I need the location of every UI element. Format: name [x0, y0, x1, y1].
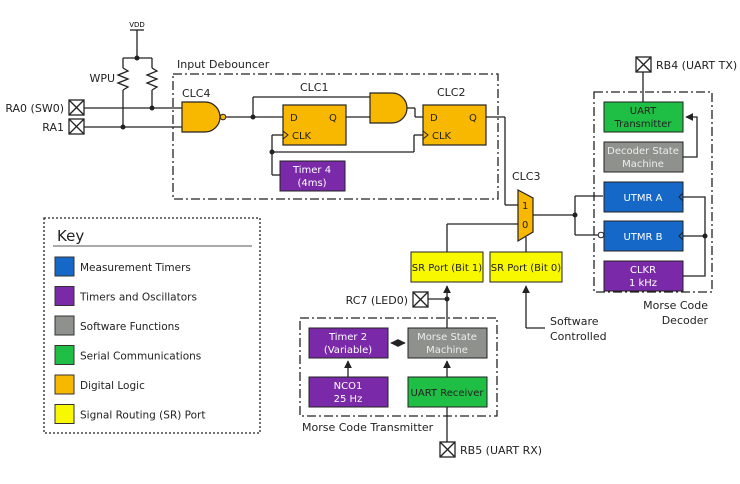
key-item-label: Signal Routing (SR) Port: [80, 410, 206, 422]
morse-state-machine-block: Morse State Machine: [407, 327, 488, 359]
svg-text:(4ms): (4ms): [297, 178, 326, 189]
svg-text:Timer 4: Timer 4: [292, 165, 331, 176]
software-controlled-label-2: Controlled: [550, 330, 607, 343]
wpu-label: WPU: [89, 72, 115, 85]
pin-rc7: RC7 (LED0): [346, 291, 429, 308]
vdd-supply: VDD: [123, 21, 152, 61]
nco1-block: NCO1 25 Hz: [308, 376, 389, 408]
key-item-label: Timers and Oscillators: [79, 292, 197, 304]
rb5-label: RB5 (UART RX): [460, 444, 542, 457]
svg-text:Transmitter: Transmitter: [613, 119, 672, 130]
svg-text:CLKR: CLKR: [630, 265, 656, 276]
sr-port-bit1: SR Port (Bit 1): [410, 251, 484, 283]
svg-text:Decoder State: Decoder State: [607, 146, 679, 157]
clc4-nand-gate: [181, 101, 221, 133]
vdd-label: VDD: [129, 21, 145, 29]
software-controlled-label-1: Software: [550, 315, 599, 328]
svg-text:CLK: CLK: [292, 131, 312, 142]
key-title: Key: [57, 227, 84, 245]
sr-port-bit0: SR Port (Bit 0): [489, 251, 563, 283]
key-item-label: Measurement Timers: [80, 262, 191, 274]
clkr-block: CLKR 1 kHz: [603, 260, 684, 292]
svg-text:Machine: Machine: [622, 159, 664, 170]
svg-text:Q: Q: [469, 113, 477, 124]
timer2-block: Timer 2 (Variable): [308, 327, 389, 359]
svg-text:Timer 2: Timer 2: [328, 332, 367, 343]
key-swatch: [54, 404, 75, 424]
svg-text:UART: UART: [630, 106, 657, 117]
svg-text:25 Hz: 25 Hz: [334, 394, 363, 405]
clc4-label: CLC4: [182, 87, 211, 100]
pin-rb4: RB4 (UART TX): [635, 56, 737, 73]
key-swatch: [54, 315, 75, 336]
pullup-resistor-2: [145, 58, 159, 108]
key-item-label: Serial Communications: [80, 351, 201, 363]
clc3-label: CLC3: [512, 170, 541, 183]
input-debouncer-group: [172, 73, 499, 200]
and-gate: [369, 92, 408, 124]
ra0-label: RA0 (SW0): [5, 102, 64, 115]
morse-transmitter-group: [299, 317, 498, 417]
nand-inversion-bubble: [219, 113, 227, 121]
svg-text:(Variable): (Variable): [324, 345, 372, 356]
svg-text:UTMR A: UTMR A: [623, 193, 662, 204]
pin-ra1: RA1: [42, 118, 85, 135]
svg-text:NCO1: NCO1: [334, 381, 363, 392]
utmr-a-block: UTMR A: [603, 181, 684, 213]
key-swatch: [54, 374, 75, 395]
svg-text:Morse State: Morse State: [417, 332, 477, 343]
svg-text:D: D: [290, 113, 298, 124]
svg-text:D: D: [430, 113, 438, 124]
svg-text:UART Receiver: UART Receiver: [411, 388, 485, 399]
decoder-state-machine-block: Decoder State Machine: [603, 141, 684, 173]
svg-text:Machine: Machine: [426, 345, 468, 356]
uart-receiver-block: UART Receiver: [407, 376, 488, 408]
rb4-label: RB4 (UART TX): [656, 59, 737, 72]
ra1-label: RA1: [42, 121, 64, 134]
svg-text:Q: Q: [329, 113, 337, 124]
clc2-label: CLC2: [437, 86, 466, 99]
clc3-mux: 1 0: [517, 189, 534, 243]
svg-text:CLK: CLK: [432, 131, 452, 142]
key-item-label: Software Functions: [80, 321, 180, 333]
svg-text:SR Port (Bit 0): SR Port (Bit 0): [491, 263, 561, 274]
clc2-d-flipflop: D Q CLK: [422, 104, 487, 146]
rc7-label: RC7 (LED0): [346, 294, 408, 307]
morse-transmitter-label: Morse Code Transmitter: [302, 421, 434, 434]
key-swatch: [54, 345, 75, 365]
key-swatch: [54, 256, 75, 277]
input-debouncer-label: Input Debouncer: [177, 58, 270, 71]
svg-text:1 kHz: 1 kHz: [629, 278, 657, 289]
morse-decoder-label-2: Decoder: [662, 314, 709, 327]
key-legend: [43, 217, 261, 434]
pullup-resistor-1: [116, 58, 130, 127]
morse-decoder-label-1: Morse Code: [643, 299, 708, 312]
svg-text:0: 0: [522, 220, 528, 231]
utmr-b-block: UTMR B: [603, 220, 684, 252]
svg-text:UTMR B: UTMR B: [623, 232, 662, 243]
pin-ra0: RA0 (SW0): [5, 99, 85, 116]
morse-decoder-group: [593, 91, 713, 293]
clc1-label: CLC1: [300, 81, 329, 94]
key-swatch: [54, 286, 75, 306]
uart-transmitter-block: UART Transmitter: [603, 101, 684, 133]
svg-text:SR Port (Bit 1): SR Port (Bit 1): [412, 263, 482, 274]
key-item-label: Digital Logic: [80, 380, 145, 392]
timer4-block: Timer 4 (4ms): [279, 160, 346, 192]
pin-rb5: RB5 (UART RX): [439, 441, 542, 458]
svg-text:1: 1: [522, 201, 528, 212]
clc1-d-flipflop: D Q CLK: [282, 104, 347, 146]
